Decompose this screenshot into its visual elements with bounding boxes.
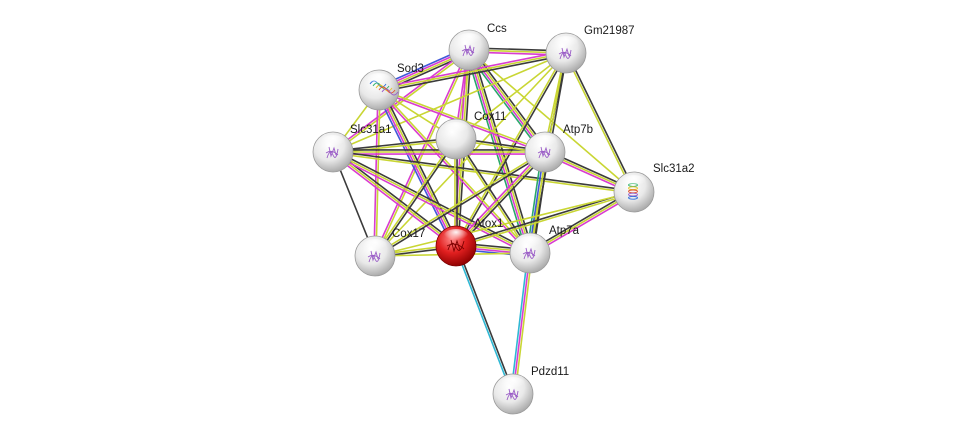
edge-evidence-line <box>454 51 566 247</box>
edge-evidence-line <box>378 52 567 91</box>
edge-evidence-line <box>456 244 515 395</box>
node-slc31a2[interactable]: Slc31a2 <box>613 163 695 213</box>
edge-evidence-line <box>378 54 568 93</box>
edge-evidence-line <box>332 150 635 192</box>
edge-evidence-line <box>456 137 532 254</box>
edge-evidence-line <box>455 192 636 248</box>
node-label: Gm21987 <box>584 25 635 37</box>
edge-evidence-line <box>469 48 547 153</box>
edge-gm21987-slc31a1[interactable] <box>332 52 567 153</box>
edge-evidence-line <box>381 87 460 246</box>
edge-slc31a1-cox11[interactable] <box>332 137 457 154</box>
edge-cox11-atp7a[interactable] <box>454 137 532 255</box>
edge-evidence-line <box>469 48 532 254</box>
edge-evidence-line <box>454 138 530 255</box>
node-label: Sod3 <box>397 63 424 75</box>
edge-evidence-line <box>330 152 456 249</box>
node-label: Pdzd11 <box>531 366 569 378</box>
protein-bubble <box>613 171 655 213</box>
node-label: Slc31a1 <box>350 124 392 136</box>
protein-structure-icon <box>505 388 519 401</box>
edge-evidence-line <box>332 52 567 153</box>
edge-evidence-line <box>332 50 471 154</box>
edge-evidence-line <box>373 89 379 257</box>
edge-evidence-line <box>373 137 456 257</box>
node-label: Atox1 <box>474 218 503 230</box>
edge-evidence-line <box>468 49 635 193</box>
edges-layer <box>330 46 636 396</box>
protein-structure-icon <box>461 44 475 57</box>
edge-ccs-slc31a2[interactable] <box>468 49 635 193</box>
node-label: Atp7b <box>563 124 593 136</box>
protein-structure-icon <box>367 250 381 263</box>
edge-evidence-line <box>566 51 636 193</box>
edge-gm21987-slc31a2[interactable] <box>564 51 636 194</box>
node-label: Atp7a <box>549 225 580 237</box>
edge-evidence-line <box>564 52 634 194</box>
edge-evidence-line <box>331 48 470 152</box>
edge-slc31a1-slc31a2[interactable] <box>332 150 635 194</box>
protein-structure-icon <box>325 146 339 159</box>
protein-structure-icon <box>522 247 536 260</box>
edge-evidence-line <box>332 151 457 247</box>
edge-evidence-line <box>377 89 531 255</box>
edge-evidence-line <box>332 152 635 194</box>
edge-atp7a-pdzd11[interactable] <box>510 251 533 396</box>
edge-atp7b-cox17[interactable] <box>373 150 547 258</box>
edge-evidence-line <box>514 252 533 396</box>
node-atp7b[interactable]: Atp7b <box>524 124 593 173</box>
node-sod3[interactable]: Sod3 <box>358 63 424 111</box>
node-gm21987[interactable]: Gm21987 <box>545 25 635 74</box>
node-label: Cox17 <box>392 228 425 240</box>
edge-cox11-cox17[interactable] <box>373 137 458 258</box>
edge-evidence-line <box>465 51 544 155</box>
edge-evidence-line <box>374 152 547 258</box>
edge-evidence-line <box>453 149 545 246</box>
edge-evidence-line <box>510 251 529 395</box>
edge-cox17-slc31a2[interactable] <box>374 191 635 257</box>
edge-evidence-line <box>470 47 549 151</box>
edge-evidence-line <box>379 88 458 247</box>
node-label: Ccs <box>487 23 507 35</box>
edge-ccs-slc31a1[interactable] <box>331 48 471 154</box>
edge-evidence-line <box>375 138 458 258</box>
edge-slc31a1-atp7b[interactable] <box>332 149 546 155</box>
edge-evidence-line <box>332 151 531 254</box>
edge-atox1-pdzd11[interactable] <box>454 244 515 396</box>
edge-evidence-line <box>331 153 530 256</box>
edge-evidence-line <box>374 191 635 257</box>
protein-bubble <box>435 118 477 160</box>
edge-evidence-line <box>375 90 454 249</box>
edge-evidence-line <box>454 245 513 396</box>
node-label: Cox11 <box>474 111 506 123</box>
node-ccs[interactable]: Ccs <box>448 23 507 71</box>
edge-evidence-line <box>332 139 457 154</box>
protein-structure-icon <box>537 146 551 159</box>
protein-structure-icon <box>558 47 572 60</box>
edge-sod3-atox1[interactable] <box>375 87 460 249</box>
edge-evidence-line <box>512 252 531 395</box>
edge-evidence-line <box>455 151 546 247</box>
node-label: Slc31a2 <box>653 163 695 175</box>
edge-evidence-line <box>373 150 546 256</box>
edge-evidence-line <box>332 137 457 152</box>
edge-evidence-line <box>377 89 456 248</box>
